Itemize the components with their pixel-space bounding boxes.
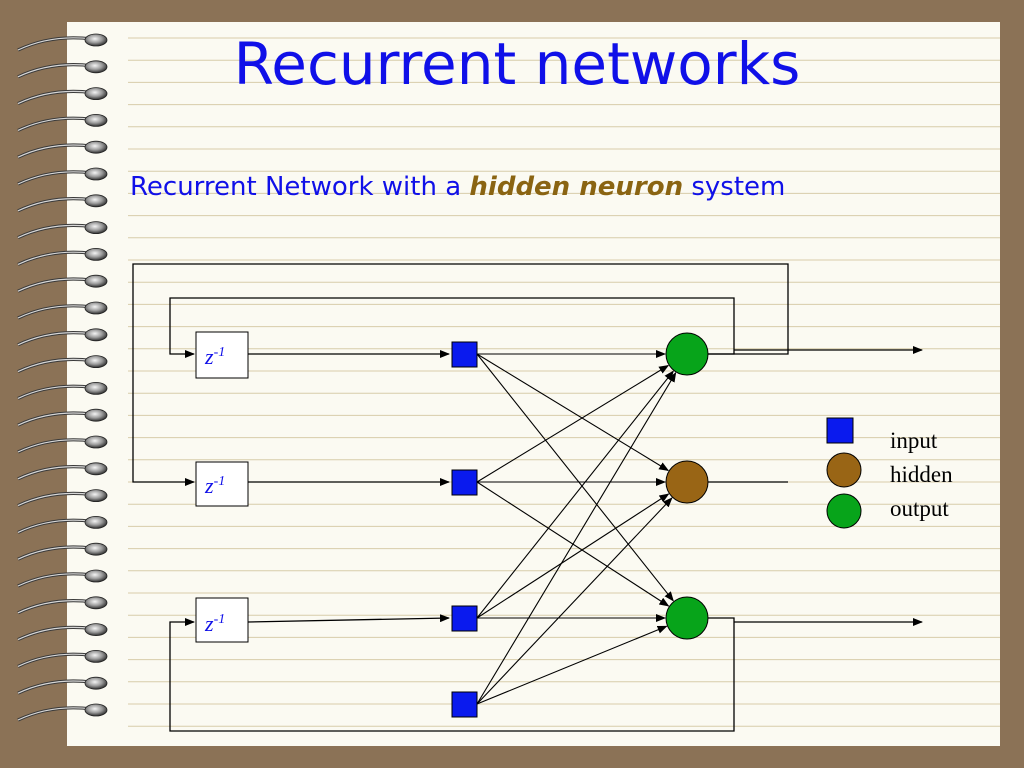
binding-coil xyxy=(17,60,108,79)
edge-input-4-to-neuron-1 xyxy=(476,372,677,705)
binding-coil xyxy=(17,87,108,106)
binding-coil xyxy=(17,194,108,213)
legend-hidden-symbol xyxy=(826,452,862,488)
binding-coil xyxy=(17,596,108,615)
binding-coil xyxy=(17,435,108,454)
delay-label: z-1 xyxy=(204,473,225,498)
delay-label: z-1 xyxy=(204,611,225,636)
input-node-4 xyxy=(451,691,478,718)
subtitle-highlight: hidden neuron xyxy=(469,172,684,202)
binding-coil xyxy=(17,489,108,508)
legend-output-symbol xyxy=(826,493,862,529)
binding-coil xyxy=(17,542,108,561)
delay-label: z-1 xyxy=(204,344,225,369)
input-node-2 xyxy=(451,469,478,496)
edge-input-3-to-neuron-1 xyxy=(476,370,674,619)
binding-coil xyxy=(17,247,108,266)
feedback-loop-outer xyxy=(132,263,789,486)
edge-input-1-to-neuron-2 xyxy=(476,353,670,472)
binding-coil xyxy=(17,676,108,695)
input-node-1 xyxy=(451,341,478,368)
edge-input-4-to-neuron-2 xyxy=(476,497,673,705)
legend-hidden-label: hidden xyxy=(890,462,953,487)
binding-coil xyxy=(17,381,108,400)
binding-coil xyxy=(17,355,108,374)
subtitle-text-before: Recurrent Network with a xyxy=(130,172,470,202)
feedback-loop-inner xyxy=(169,297,735,358)
binding-coil xyxy=(17,569,108,588)
spiral-binding xyxy=(17,33,108,722)
binding-coil xyxy=(17,114,108,132)
slide-subtitle: Recurrent Network with a hidden neuron s… xyxy=(130,172,785,202)
delay-unit-1: z-1 xyxy=(195,331,249,379)
edge-input-4-to-neuron-3 xyxy=(476,625,668,705)
binding-coil xyxy=(17,33,108,52)
output-neuron-2 xyxy=(665,596,709,640)
binding-coil xyxy=(17,221,108,240)
binding-coil xyxy=(17,703,108,722)
network-connections xyxy=(132,263,923,732)
binding-coil xyxy=(17,623,108,642)
input-to-neuron-edges xyxy=(476,350,677,705)
binding-coil xyxy=(17,462,108,481)
legend-input-symbol xyxy=(826,417,854,444)
binding-coil xyxy=(17,650,108,668)
subtitle-text-after: system xyxy=(683,172,786,202)
slide-title: Recurrent networks xyxy=(0,30,1024,98)
legend-output-label: output xyxy=(890,496,949,521)
edge-input-2-to-neuron-1 xyxy=(476,364,670,483)
input-node-3 xyxy=(451,605,478,632)
delay-to-input-3 xyxy=(247,614,450,623)
output-neuron-1 xyxy=(665,332,709,376)
delay-unit-2: z-1 xyxy=(195,461,249,507)
binding-coil xyxy=(17,328,108,347)
binding-coil xyxy=(17,167,108,186)
slide-title-text: Recurrent networks xyxy=(233,30,801,98)
binding-coil xyxy=(17,408,108,427)
binding-coil xyxy=(17,301,108,320)
edge-input-1-to-neuron-3 xyxy=(476,353,674,602)
binding-coil xyxy=(17,516,108,534)
delay-unit-3: z-1 xyxy=(195,597,249,643)
feedback-loop-bottom xyxy=(169,617,735,732)
hidden-neuron xyxy=(665,460,709,504)
binding-coil xyxy=(17,274,108,293)
legend-input-label: input xyxy=(890,428,938,453)
binding-coil xyxy=(17,140,108,159)
edge-input-3-to-neuron-2 xyxy=(476,493,670,619)
